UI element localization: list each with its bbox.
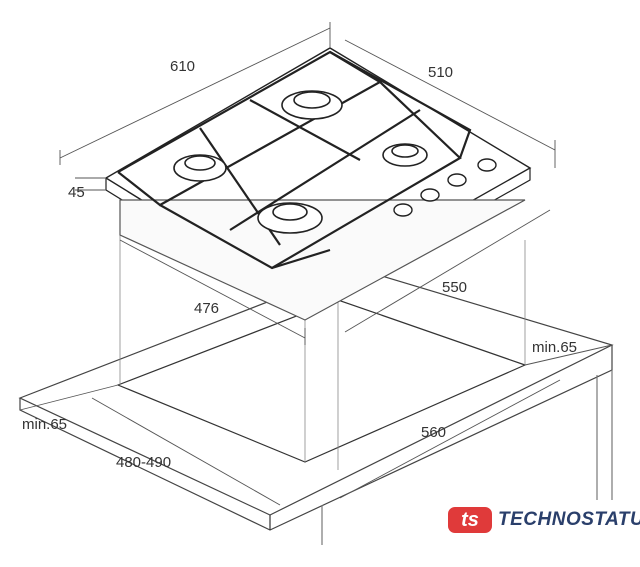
cutout	[116, 299, 527, 463]
burners	[173, 90, 428, 234]
hob	[104, 47, 532, 321]
logo-text: TECHNOSTATUS	[498, 509, 640, 530]
logo-mark: ts	[448, 507, 492, 533]
technostatus-logo: ts TECHNOSTATUS	[448, 507, 640, 533]
dim-550: 550	[442, 279, 468, 296]
projection-lines	[119, 235, 526, 470]
dim-560: 560	[421, 424, 447, 441]
dim-width-610: 610	[170, 58, 196, 75]
dim-min65-front: min.65	[22, 416, 68, 433]
dim-depth-510: 510	[428, 64, 454, 81]
dimension-lines	[19, 22, 613, 506]
dim-476: 476	[194, 300, 220, 317]
dim-480-490: 480-490	[116, 454, 172, 471]
control-knobs	[393, 158, 497, 217]
pan-supports	[117, 50, 472, 270]
dim-min65-back: min.65	[532, 339, 578, 356]
dim-height-45: 45	[68, 184, 85, 201]
